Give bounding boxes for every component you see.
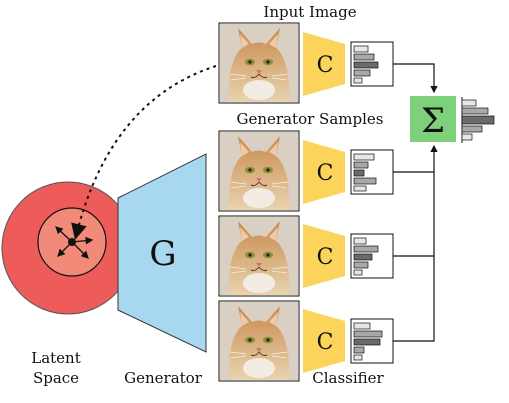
generator-sample-1: [218, 130, 300, 212]
latent-arrow-2: [71, 236, 94, 245]
classifier-4: C: [303, 309, 345, 373]
generator-samples-label: Generator Samples: [236, 110, 384, 128]
samples-to-sum-connector: [393, 146, 434, 342]
class-histogram-4: [350, 318, 394, 364]
aggregated-histogram: [460, 97, 495, 143]
latent-arrow-4: [57, 241, 73, 257]
latent-arrow-3: [71, 241, 89, 259]
sum-block: Σ: [410, 96, 456, 142]
latent-arrow-1: [55, 226, 73, 243]
latent-space-label-line2: Space: [32, 369, 80, 387]
inversion-dotted-arrow: [71, 65, 217, 240]
generator-label: Generator: [124, 369, 202, 387]
input-image: [218, 22, 300, 104]
generator-sample-3: [218, 300, 300, 382]
input-image-label: Input Image: [263, 3, 357, 21]
classifier-label: Classifier: [312, 369, 384, 387]
classifier-letter: C: [317, 245, 334, 270]
generator-block: G: [117, 153, 207, 353]
class-histogram-2: [350, 149, 394, 195]
classifier-letter: C: [317, 53, 334, 78]
classifier-letter: C: [317, 161, 334, 186]
classifier-1: C: [303, 32, 345, 96]
class-histogram-3: [350, 233, 394, 279]
generator-shape: [117, 153, 207, 353]
class-histogram-1: [350, 41, 394, 87]
sum-symbol: Σ: [421, 101, 445, 141]
generator-sample-2: [218, 215, 300, 297]
latent-space-label-line1: Latent: [31, 349, 81, 367]
latent-space: [1, 181, 135, 315]
input-to-sum-arrow: [393, 63, 438, 94]
sum-box: [410, 96, 456, 142]
classifier-2: C: [303, 140, 345, 204]
generator-letter: G: [149, 234, 176, 274]
classifier-letter: C: [317, 330, 334, 355]
classifier-3: C: [303, 224, 345, 288]
